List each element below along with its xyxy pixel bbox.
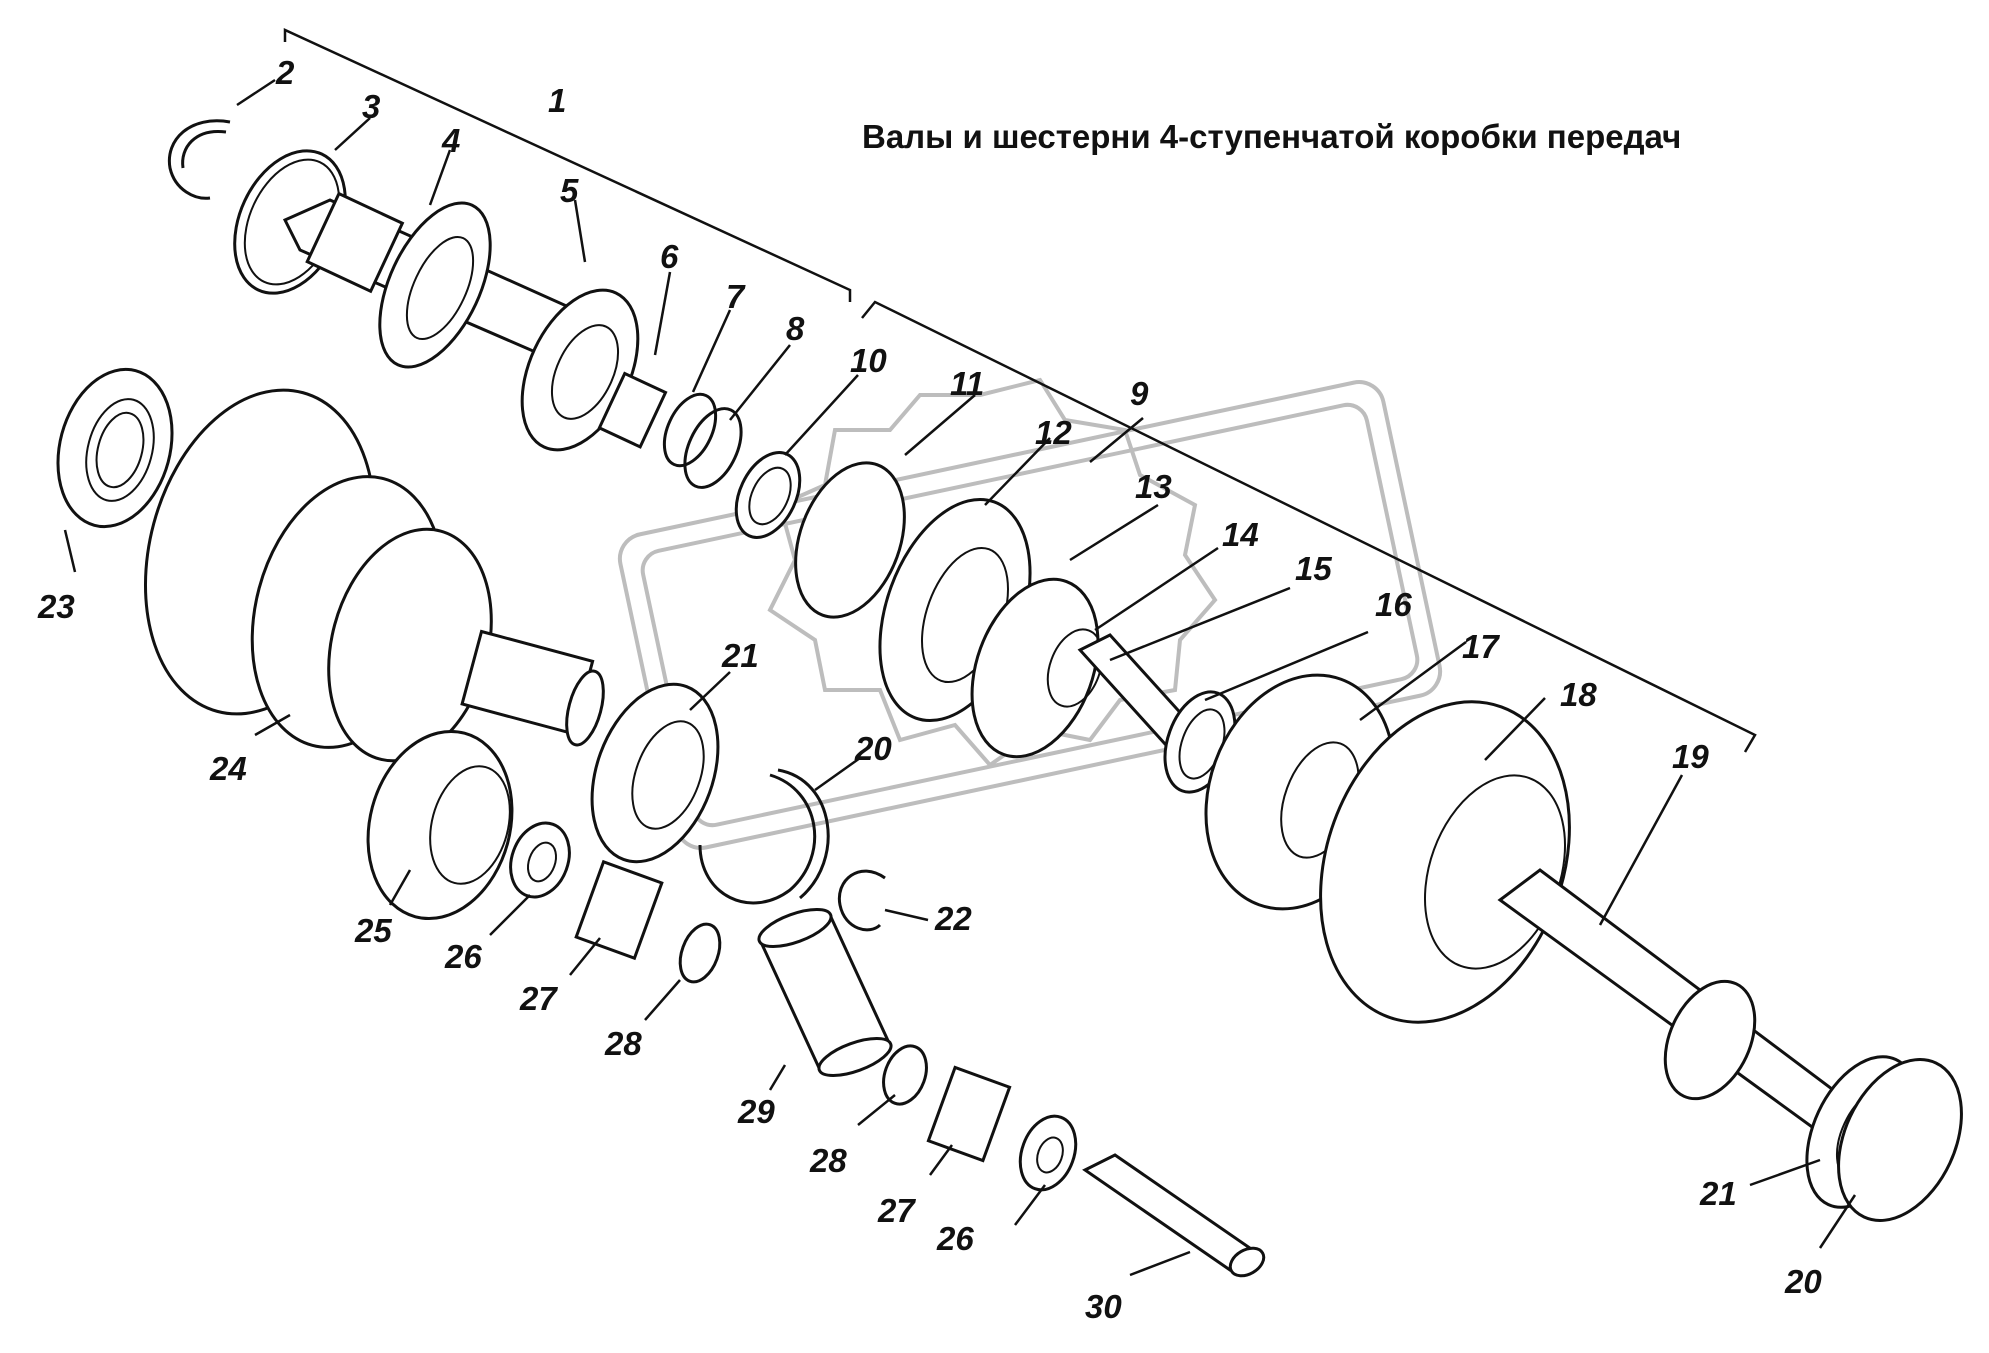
- callout-26-lower: 26: [936, 1220, 974, 1257]
- callout-11: 11: [950, 365, 984, 402]
- callout-2: 2: [275, 54, 295, 91]
- callout-28-lower: 28: [809, 1142, 847, 1179]
- needle-bearing-set-lower: [882, 1044, 1078, 1192]
- gear-13: [970, 577, 1104, 759]
- callout-5: 5: [560, 172, 579, 209]
- assembly-bracket-9: [861, 300, 1757, 753]
- callout-9: 9: [1130, 375, 1149, 412]
- callout-23: 23: [37, 588, 75, 625]
- callout-21-lower: 21: [1699, 1175, 1737, 1212]
- snap-ring-22: [837, 869, 886, 932]
- callout-19: 19: [1672, 738, 1709, 775]
- callout-20-upper: 20: [854, 730, 892, 767]
- callout-8: 8: [786, 310, 805, 347]
- countershaft-gear-cluster: [143, 388, 605, 763]
- callout-30: 30: [1085, 1288, 1122, 1325]
- input-shaft: [282, 191, 668, 452]
- callout-22: 22: [934, 900, 972, 937]
- gear-25: [366, 729, 514, 921]
- callout-4: 4: [441, 122, 460, 159]
- callout-12: 12: [1035, 414, 1072, 451]
- callout-25: 25: [354, 912, 392, 949]
- callout-17: 17: [1462, 628, 1500, 665]
- callout-15: 15: [1295, 550, 1332, 587]
- assembly-bracket-1: [283, 28, 852, 302]
- callout-13: 13: [1135, 468, 1172, 505]
- axle-pin-30: [1082, 1153, 1266, 1278]
- callout-1: 1: [548, 82, 566, 119]
- callout-28-upper: 28: [604, 1025, 642, 1062]
- callout-29: 29: [737, 1093, 775, 1130]
- callout-24: 24: [209, 750, 247, 787]
- callout-10: 10: [850, 342, 887, 379]
- callout-14: 14: [1222, 516, 1259, 553]
- bearing-21-upper: [590, 682, 720, 864]
- output-shaft-19: [1497, 868, 1963, 1222]
- callout-18: 18: [1560, 676, 1597, 713]
- bearing-23: [56, 367, 174, 529]
- callout-labels: 1 2 3 4 5 6 7 8 9 10 11 12 13 14 15 16 1…: [37, 54, 1822, 1325]
- callout-20-lower: 20: [1784, 1263, 1822, 1300]
- leader-lines: [63, 78, 1857, 1277]
- callout-27-upper: 27: [519, 980, 558, 1017]
- spacer-tube-29: [757, 908, 893, 1077]
- snap-ring-20-upper: [698, 768, 830, 905]
- callout-21-upper: 21: [721, 637, 759, 674]
- callout-7: 7: [726, 278, 746, 315]
- callout-6: 6: [660, 238, 679, 275]
- diagram-title: Валы и шестерни 4-ступенчатой коробки пе…: [862, 118, 1682, 155]
- callout-26-upper: 26: [444, 938, 482, 975]
- callout-16: 16: [1375, 586, 1412, 623]
- needle-bearing-set-upper: [509, 821, 722, 984]
- callout-3: 3: [362, 88, 380, 125]
- snap-ring-2: [167, 119, 231, 200]
- callout-27-lower: 27: [877, 1192, 916, 1229]
